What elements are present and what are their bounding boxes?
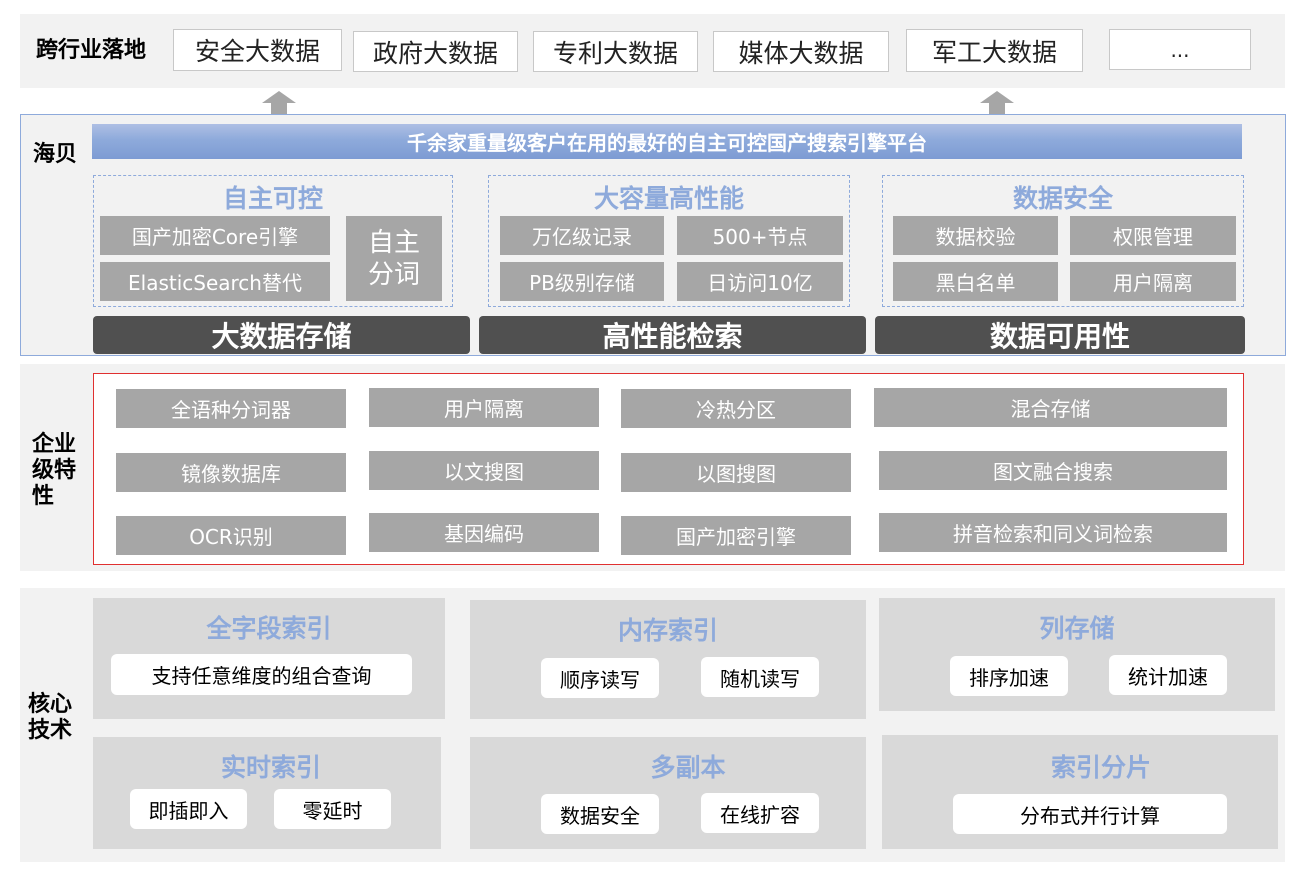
feature-box: 自主分词 xyxy=(346,216,442,301)
core-pill: 顺序读写 xyxy=(541,658,659,698)
feature-box-label: 自主分词 xyxy=(367,227,420,290)
feature-box: 万亿级记录 xyxy=(500,216,664,255)
core-pill: 支持任意维度的组合查询 xyxy=(111,654,412,695)
core-card-title: 索引分片 xyxy=(1050,753,1151,782)
panel-performance xyxy=(488,175,850,307)
enterprise-feature: 冷热分区 xyxy=(621,389,851,428)
industry-item-more: ... xyxy=(1109,29,1251,70)
core-card-title: 全字段索引 xyxy=(206,614,332,643)
enterprise-feature: OCR识别 xyxy=(116,516,346,555)
industry-item-media: 媒体大数据 xyxy=(713,31,889,72)
core-pill: 分布式并行计算 xyxy=(953,794,1227,834)
core-card-title: 多副本 xyxy=(650,753,726,782)
enterprise-feature: 以图搜图 xyxy=(621,453,851,492)
feature-box: 权限管理 xyxy=(1070,216,1236,255)
enterprise-label-line: 企业 xyxy=(32,432,77,457)
core-pill: 零延时 xyxy=(274,789,391,829)
haibei-label: 海贝 xyxy=(32,142,77,167)
industry-item-patent: 专利大数据 xyxy=(533,31,698,72)
enterprise-label-line: 级特 xyxy=(32,458,77,483)
core-label-line: 核心 xyxy=(28,692,73,717)
feature-box: 用户隔离 xyxy=(1070,262,1236,301)
core-card-title: 列存储 xyxy=(1039,614,1115,643)
haibei-banner: 千余家重量级客户在用的最好的自主可控国产搜索引擎平台 xyxy=(92,124,1242,159)
industry-item-government: 政府大数据 xyxy=(353,31,518,72)
core-label: 核心 技术 xyxy=(28,692,86,748)
pillar-bar-storage: 大数据存储 xyxy=(93,316,470,354)
core-pill: 统计加速 xyxy=(1109,655,1227,695)
core-card-title: 内存索引 xyxy=(617,616,718,645)
panel-security xyxy=(882,175,1244,307)
enterprise-feature: 混合存储 xyxy=(874,388,1227,427)
enterprise-label: 企业 级特 性 xyxy=(32,432,90,512)
up-arrow-icon xyxy=(262,91,296,116)
enterprise-feature: 以文搜图 xyxy=(369,451,599,490)
panel-title-security: 数据安全 xyxy=(1012,184,1113,213)
panel-autonomy xyxy=(93,175,453,307)
core-pill: 随机读写 xyxy=(701,657,819,697)
enterprise-feature: 基因编码 xyxy=(369,513,599,552)
enterprise-feature: 用户隔离 xyxy=(369,388,599,427)
feature-box: 国产加密Core引擎 xyxy=(100,216,330,255)
core-pill: 排序加速 xyxy=(950,656,1068,696)
feature-box: 数据校验 xyxy=(893,216,1058,255)
enterprise-feature: 镜像数据库 xyxy=(116,453,346,492)
core-label-line: 技术 xyxy=(28,718,73,743)
up-arrow-icon xyxy=(980,91,1014,116)
enterprise-feature: 全语种分词器 xyxy=(116,389,346,428)
panel-title-performance: 大容量高性能 xyxy=(593,184,744,213)
feature-box: 黑白名单 xyxy=(893,262,1058,301)
pillar-bar-availability: 数据可用性 xyxy=(875,316,1245,354)
core-pill: 数据安全 xyxy=(541,794,659,834)
enterprise-label-line: 性 xyxy=(32,484,55,509)
core-card-title: 实时索引 xyxy=(220,753,321,782)
feature-box: 500+节点 xyxy=(677,216,843,255)
enterprise-feature: 图文融合搜索 xyxy=(879,451,1227,490)
feature-box: PB级别存储 xyxy=(500,262,664,301)
panel-title-autonomy: 自主可控 xyxy=(222,184,323,213)
feature-box: ElasticSearch替代 xyxy=(100,262,330,301)
enterprise-feature: 拼音检索和同义词检索 xyxy=(879,513,1227,552)
pillar-bar-retrieval: 高性能检索 xyxy=(479,316,866,354)
enterprise-feature: 国产加密引擎 xyxy=(621,516,851,555)
industry-label: 跨行业落地 xyxy=(35,38,146,63)
feature-box: 日访问10亿 xyxy=(677,262,843,301)
industry-item-military: 军工大数据 xyxy=(906,29,1083,72)
core-pill: 即插即入 xyxy=(130,789,247,829)
core-pill: 在线扩容 xyxy=(701,793,819,833)
industry-item-security: 安全大数据 xyxy=(173,29,342,71)
